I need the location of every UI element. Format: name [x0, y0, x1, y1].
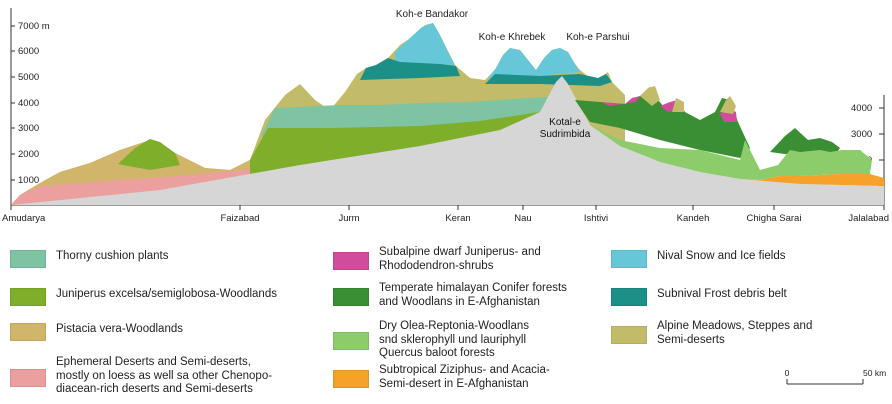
alt-label-7000: 7000 m	[18, 21, 50, 32]
conifer-forests-east-2	[770, 128, 840, 156]
place-jalalabad: Jalalabad	[848, 213, 889, 224]
legend-swatch	[333, 288, 369, 306]
legend-label: Ephemeral Deserts and Semi-deserts, most…	[56, 356, 273, 395]
legend-item-subalpine-dwarf: Subalpine dwarf Juniperus- and Rhododend…	[333, 246, 541, 273]
peak-label-bandakor: Koh-e Bandakor	[396, 9, 469, 20]
peak-label-khrebek: Koh-e Khrebek	[479, 32, 547, 43]
nival-bandakor	[395, 23, 455, 68]
place-kandeh: Kandeh	[677, 213, 710, 224]
legend-swatch	[333, 370, 369, 388]
olea-quercus-woodlands	[590, 125, 872, 180]
legend-swatch	[333, 332, 369, 350]
legend-item-alpine: Alpine Meadows, Steppes and Semi-deserts	[611, 320, 812, 347]
scale-start-label: 0	[785, 368, 790, 378]
legend-swatch	[333, 252, 369, 270]
legend-label: Subnival Frost debris belt	[657, 288, 787, 300]
place-nau: Nau	[514, 213, 531, 224]
legend-swatch	[611, 250, 647, 268]
pass-label-line1: Kotal-e	[549, 117, 581, 128]
legend-item-ephemeral: Ephemeral Deserts and Semi-deserts, most…	[10, 356, 272, 397]
conifer-forests-east	[575, 87, 750, 158]
legend-label: Subtropical Ziziphus- and Acacia- Semi-d…	[379, 364, 550, 390]
bedrock-profile	[11, 76, 884, 205]
legend-item-olea: Dry Olea-Reptonia-Woodlans snd sklerophy…	[333, 320, 529, 361]
legend-label: Temperate himalayan Conifer forests and …	[379, 282, 567, 308]
legend-label: Subalpine dwarf Juniperus- and Rhododend…	[379, 246, 541, 272]
right-alt-label-3000: 3000	[851, 129, 872, 140]
right-alt-label-4000: 4000	[851, 103, 872, 114]
legend-label: Pistacia vera-Woodlands	[56, 323, 183, 335]
subalpine-dwarf-shrubs	[600, 96, 737, 122]
left-axis-ticks	[11, 25, 15, 181]
place-chigha-sarai: Chigha Sarai	[747, 213, 802, 224]
legend-swatch	[611, 326, 647, 344]
legend-item-pistacia: Pistacia vera-Woodlands	[10, 323, 183, 341]
subtropical-semidesert	[740, 174, 884, 186]
alt-label-6000: 6000	[18, 46, 39, 57]
legend-item-subnival: Subnival Frost debris belt	[611, 288, 787, 306]
legend-item-subtropical: Subtropical Ziziphus- and Acacia- Semi-d…	[333, 364, 550, 391]
place-faizabad: Faizabad	[220, 213, 259, 224]
alt-label-2000: 2000	[18, 149, 39, 160]
legend-label: Thorny cushion plants	[56, 250, 169, 262]
legend-item-conifer: Temperate himalayan Conifer forests and …	[333, 282, 567, 309]
legend-swatch	[10, 250, 46, 268]
pass-label-line2: Sudrimbida	[540, 129, 591, 140]
legend-swatch	[10, 288, 46, 306]
juniperus-excelsa-hill	[118, 139, 180, 170]
alt-label-3000: 3000	[18, 123, 39, 134]
legend-label: Juniperus excelsa/semiglobosa-Woodlands	[56, 288, 277, 300]
legend-swatch	[10, 369, 46, 387]
legend-item-juniperus-excelsa: Juniperus excelsa/semiglobosa-Woodlands	[10, 288, 277, 306]
legend-swatch	[611, 288, 647, 306]
legend-swatch	[10, 323, 46, 341]
place-amudarya: Amudarya	[2, 213, 46, 224]
legend-item-thorny: Thorny cushion plants	[10, 250, 169, 268]
legend-label: Nival Snow and Ice fields	[657, 250, 786, 262]
vegetation-profile: 7000 m 6000 5000 4000 3000 2000 1000 400…	[2, 8, 889, 224]
nival-khrebek	[488, 48, 580, 78]
alpine-meadows-east	[640, 86, 736, 114]
place-jurm: Jurm	[338, 213, 359, 224]
scale-bar: 0 50 km	[785, 368, 886, 385]
place-ticks	[10, 205, 885, 210]
alt-label-5000: 5000	[18, 72, 39, 83]
alt-label-4000: 4000	[18, 98, 39, 109]
legend-label: Alpine Meadows, Steppes and Semi-deserts	[657, 320, 813, 346]
scale-end-label: 50 km	[863, 368, 886, 378]
right-axis-ticks	[879, 107, 884, 187]
subnival-belt-khrebek	[485, 74, 612, 86]
alt-label-1000: 1000	[18, 175, 39, 186]
peak-label-parshui: Koh-e Parshui	[566, 32, 629, 43]
legend: Thorny cushion plants Juniperus excelsa/…	[0, 238, 892, 404]
legend-item-nival: Nival Snow and Ice fields	[611, 250, 785, 268]
place-ishtivi: Ishtivi	[584, 213, 608, 224]
subnival-belt-bandakor	[360, 58, 460, 80]
legend-label: Dry Olea-Reptonia-Woodlans snd sklerophy…	[379, 320, 529, 359]
place-keran: Keran	[445, 213, 470, 224]
